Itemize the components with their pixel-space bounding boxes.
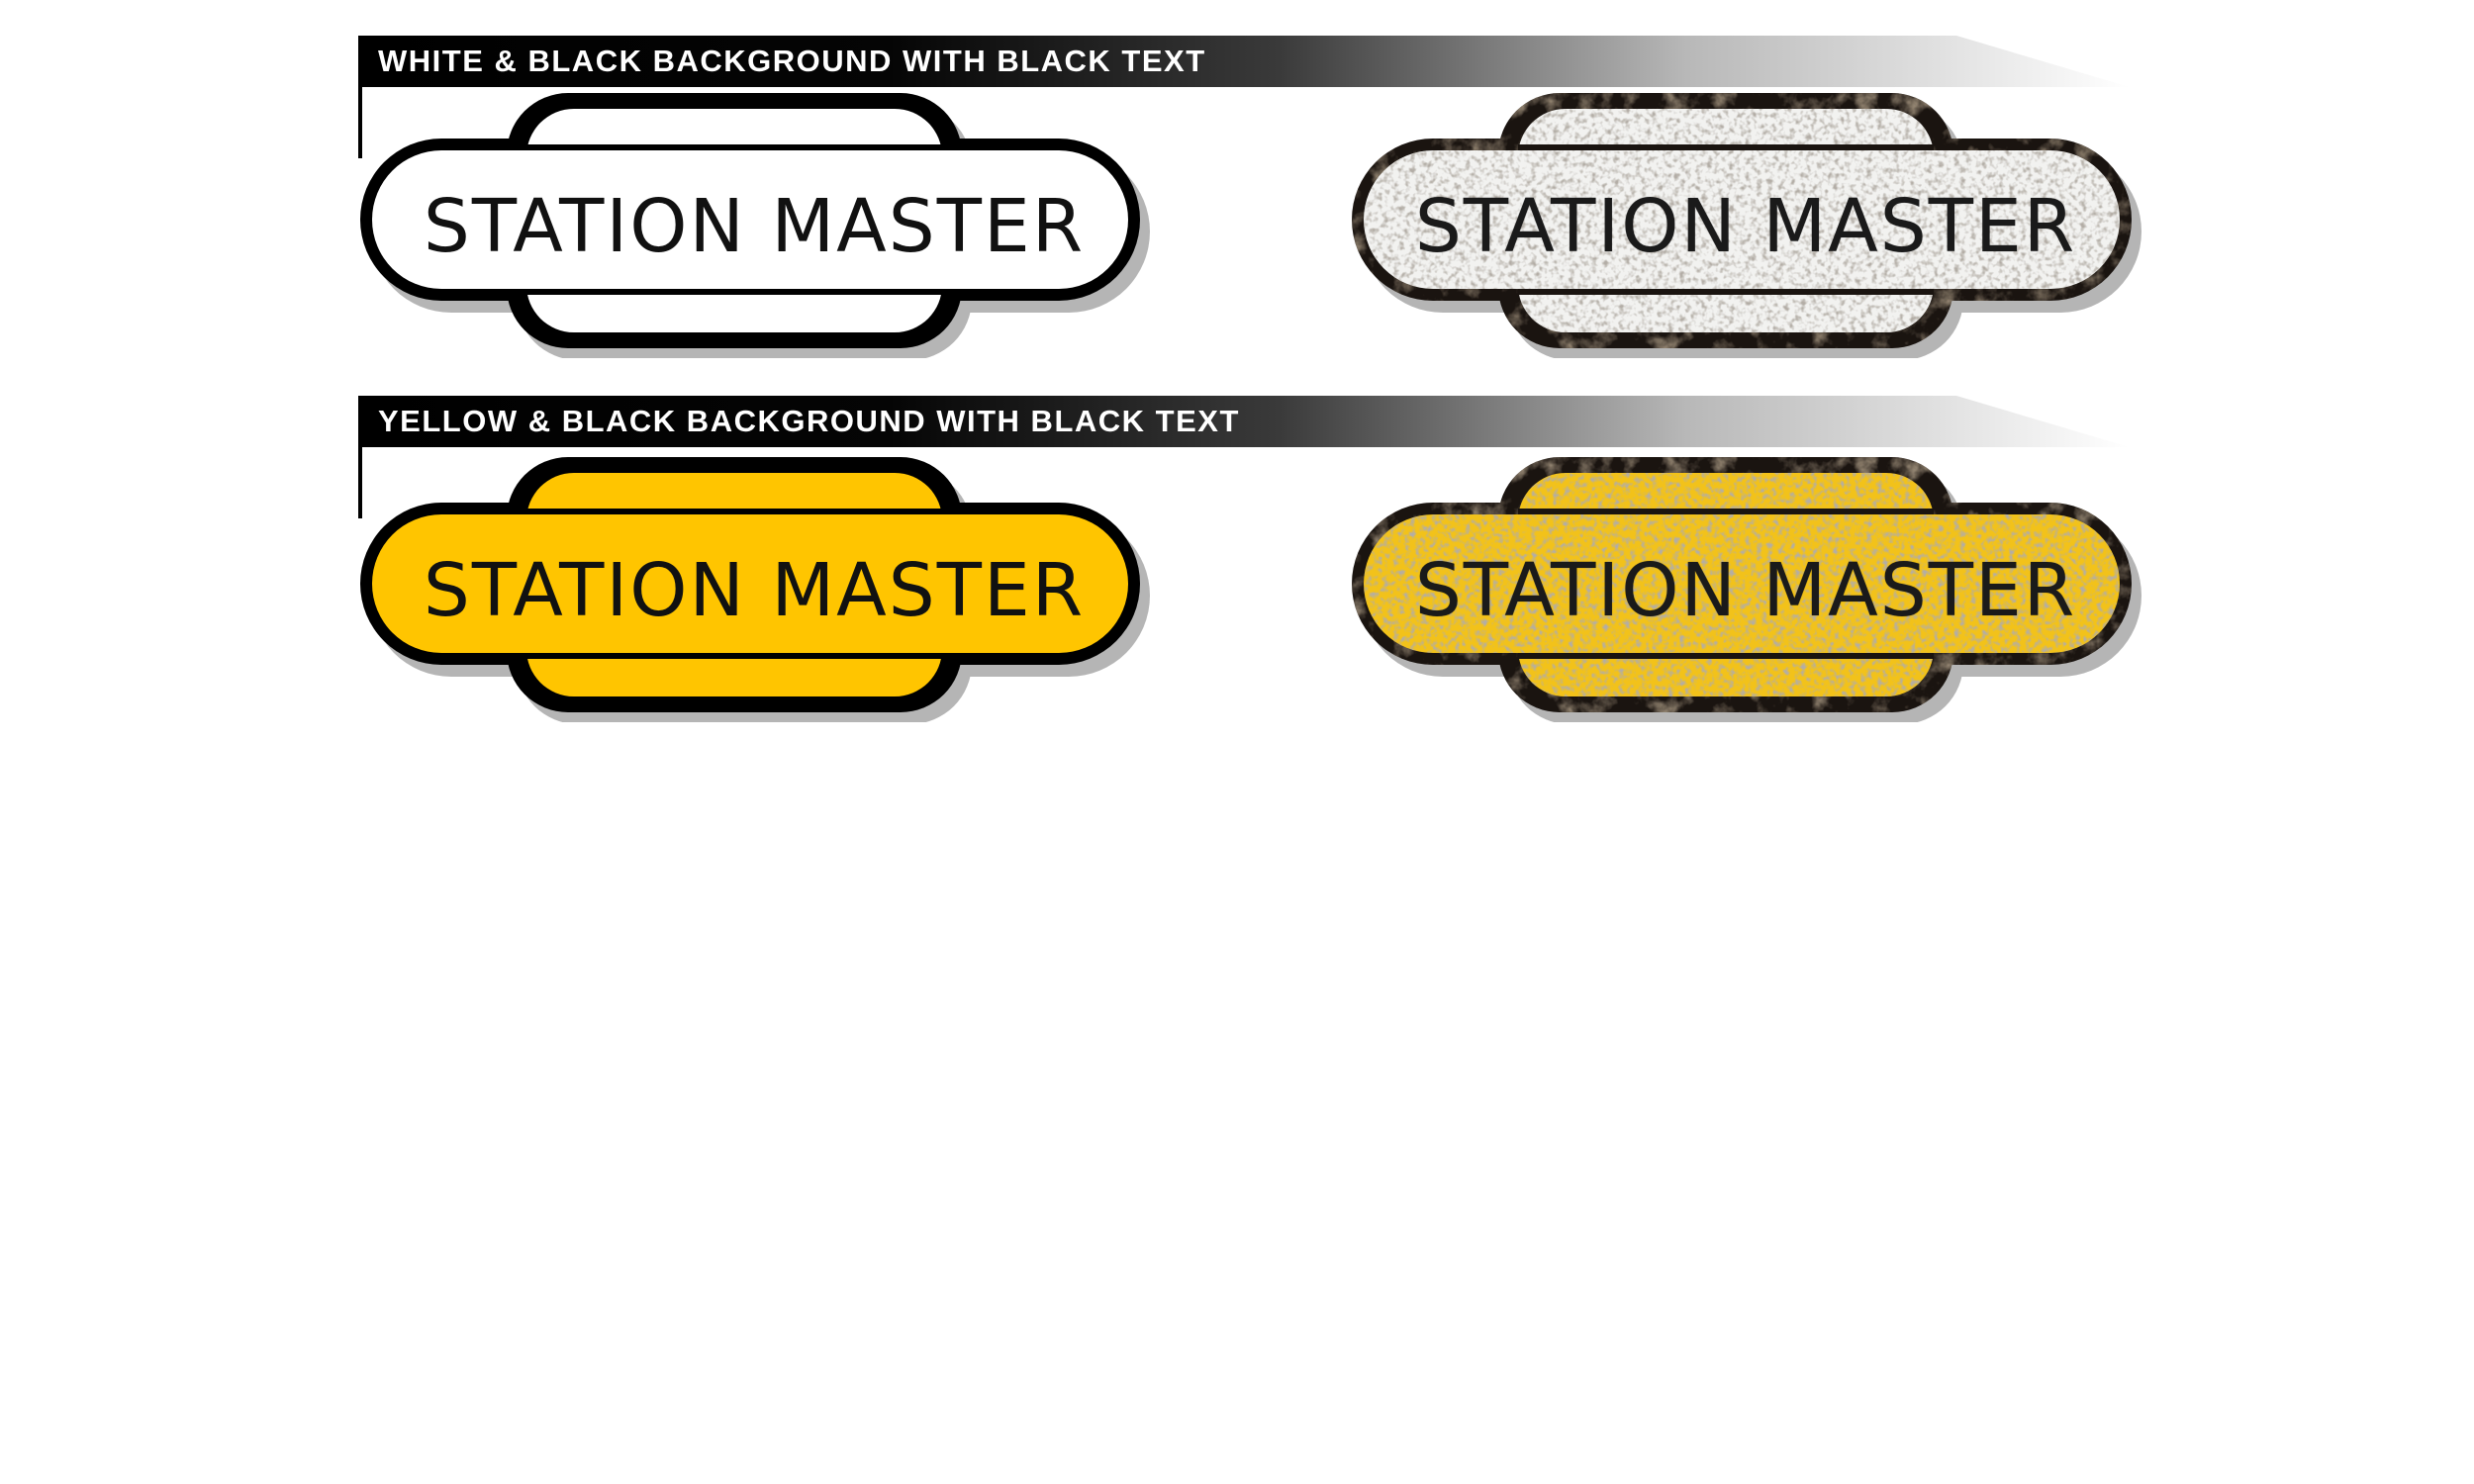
section-header-yellow: YELLOW & BLACK BACKGROUND WITH BLACK TEX…: [358, 396, 2130, 447]
totem-sign-shape: [1352, 457, 2141, 722]
sign-yellow-weathered: STATION MASTER: [1350, 455, 2141, 722]
section-title: YELLOW & BLACK BACKGROUND WITH BLACK TEX…: [378, 404, 1240, 438]
sign-yellow-clean: STATION MASTER: [358, 455, 1150, 722]
sign-text: STATION MASTER: [1414, 184, 2077, 269]
section-title: WHITE & BLACK BACKGROUND WITH BLACK TEXT: [378, 44, 1206, 78]
sign-text: STATION MASTER: [1414, 548, 2077, 633]
header-banner-shape: [358, 396, 2130, 447]
header-banner-shape: [358, 36, 2130, 87]
sign-white-clean: STATION MASTER: [358, 91, 1150, 358]
totem-sign-shape: [360, 93, 1150, 358]
totem-sign-shape: [360, 457, 1150, 722]
sign-white-weathered: STATION MASTER: [1350, 91, 2141, 358]
section-bracket: [358, 83, 362, 158]
section-header-white: WHITE & BLACK BACKGROUND WITH BLACK TEXT: [358, 36, 2130, 87]
totem-sign-shape: [1352, 93, 2141, 358]
sign-text: STATION MASTER: [423, 548, 1086, 633]
section-bracket: [358, 443, 362, 518]
sign-text: STATION MASTER: [423, 184, 1086, 269]
